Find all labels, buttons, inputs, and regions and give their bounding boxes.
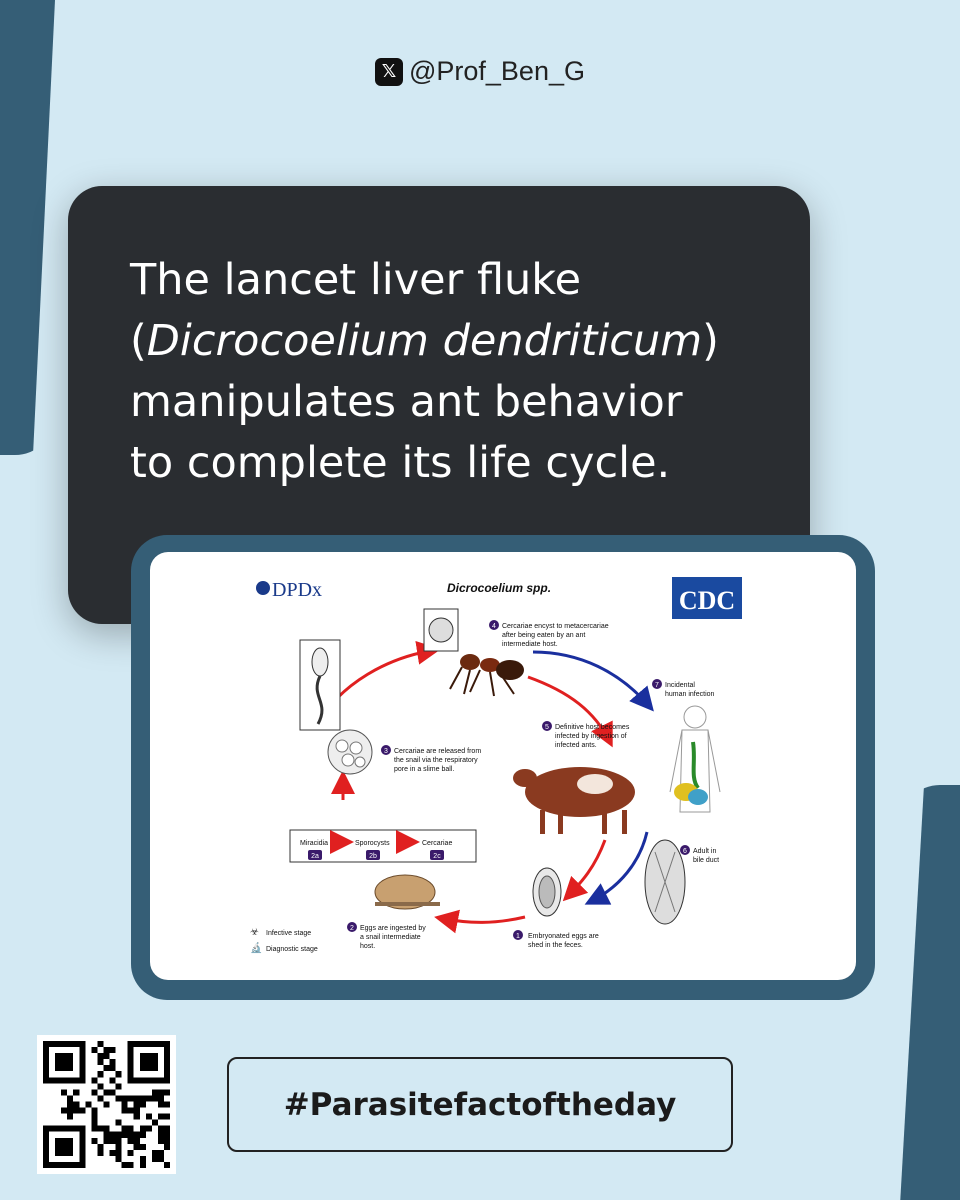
svg-text:7: 7: [655, 682, 659, 689]
egg-cyst-image: [423, 608, 459, 652]
right-decorative-shape: [900, 785, 960, 1200]
headline-line-1: The lancet liver fluke: [130, 255, 582, 305]
svg-text:pore in a slime ball.: pore in a slime ball.: [394, 766, 454, 773]
microscope-icon: 🔬: [250, 941, 262, 954]
step-5-label: 5 Definitive host becomes infected by in…: [542, 721, 630, 749]
cow-image: [513, 767, 635, 834]
svg-text:3: 3: [384, 748, 388, 755]
svg-text:Miracidia: Miracidia: [300, 840, 328, 847]
legend: ☣ Infective stage 🔬 Diagnostic stage: [250, 927, 318, 954]
snail-stage-box: Miracidia Sporocysts Cercariae 2a 2b 2c: [289, 829, 477, 863]
svg-text:2a: 2a: [311, 853, 319, 860]
svg-text:DPDx: DPDx: [272, 579, 322, 601]
svg-text:intermediate host.: intermediate host.: [502, 641, 558, 648]
svg-text:Sporocysts: Sporocysts: [355, 840, 390, 847]
svg-text:2c: 2c: [433, 853, 441, 860]
slime-ball-image: [327, 729, 373, 775]
svg-text:1: 1: [516, 933, 520, 940]
diagram-title: Dicrocoelium spp.: [447, 581, 551, 595]
human-image: [669, 705, 721, 813]
hashtag-text: #Parasitefactoftheday: [283, 1086, 677, 1123]
species-name: Dicrocoelium dendriticum: [146, 316, 703, 366]
svg-text:human infection: human infection: [665, 691, 715, 698]
headline: The lancet liver fluke (Dicrocoelium den…: [130, 250, 770, 494]
step-6-label: 6 Adult in bile duct: [680, 845, 719, 864]
svg-text:Embryonated eggs are: Embryonated eggs are: [528, 933, 599, 940]
svg-text:Cercariae: Cercariae: [422, 840, 452, 847]
egg-image: [532, 867, 562, 917]
svg-text:infected ants.: infected ants.: [555, 742, 597, 749]
headline-line-3: manipulates ant behavior: [130, 377, 683, 427]
svg-text:Definitive host becomes: Definitive host becomes: [555, 724, 630, 731]
handle-text: @Prof_Ben_G: [408, 56, 585, 86]
x-logo-icon: 𝕏: [374, 57, 403, 86]
svg-text:4: 4: [492, 623, 496, 630]
svg-text:after being eaten by an ant: after being eaten by an ant: [502, 632, 585, 639]
svg-text:CDC: CDC: [679, 586, 735, 615]
svg-text:host.: host.: [360, 943, 375, 950]
biohazard-icon: ☣: [250, 927, 259, 938]
svg-text:Cercariae are released from: Cercariae are released from: [394, 748, 481, 755]
svg-text:Adult in: Adult in: [693, 848, 716, 855]
arrow-6-to-1: [584, 831, 649, 905]
svg-text:Eggs are ingested by: Eggs are ingested by: [360, 925, 426, 932]
svg-text:Cercariae encyst to metacercar: Cercariae encyst to metacercariae: [502, 623, 609, 630]
adult-fluke-image: [644, 839, 686, 925]
svg-text:2: 2: [350, 925, 354, 932]
arrow-1-to-2: [434, 909, 526, 934]
svg-text:a snail intermediate: a snail intermediate: [360, 934, 421, 941]
svg-text:2b: 2b: [369, 853, 377, 860]
step-3-label: 3 Cercariae are released from the snail …: [381, 745, 481, 773]
headline-line-2: (Dicrocoelium dendriticum): [130, 316, 719, 366]
step-1-label: 1 Embryonated eggs are shed in the feces…: [513, 930, 599, 949]
svg-text:Diagnostic stage: Diagnostic stage: [266, 946, 318, 953]
snail-image: [374, 874, 440, 910]
svg-text:Incidental: Incidental: [665, 682, 695, 689]
cercaria-image: [299, 639, 341, 731]
svg-text:shed in the feces.: shed in the feces.: [528, 942, 583, 949]
step-2-label: 2 Eggs are ingested by a snail intermedi…: [347, 922, 426, 950]
svg-text:the snail via the respiratory: the snail via the respiratory: [394, 757, 478, 764]
step-4-label: 4 Cercariae encyst to metacercariae afte…: [489, 620, 609, 648]
arrow-4-to-7: [532, 650, 654, 712]
hashtag-box: #Parasitefactoftheday: [227, 1057, 733, 1152]
arrow-5-to-1: [562, 839, 607, 902]
headline-line-4: to complete its life cycle.: [130, 438, 671, 488]
qr-code[interactable]: [37, 1035, 176, 1174]
life-cycle-diagram: DPDx Dicrocoelium spp. CDC: [150, 552, 856, 980]
svg-text:5: 5: [545, 724, 549, 731]
diagram-frame: DPDx Dicrocoelium spp. CDC: [131, 535, 875, 1000]
cdc-logo: CDC: [672, 577, 742, 619]
svg-text:bile duct: bile duct: [693, 857, 719, 864]
svg-text:6: 6: [683, 848, 687, 855]
arrow-4-to-5: [527, 675, 613, 748]
svg-text:Infective stage: Infective stage: [266, 930, 311, 937]
step-7-label: 7 Incidental human infection: [652, 679, 715, 698]
ant-image: [449, 654, 524, 697]
dpdx-logo: DPDx: [256, 579, 322, 601]
svg-text:infected by ingestion of: infected by ingestion of: [555, 733, 627, 740]
social-handle: 𝕏 @Prof_Ben_G: [0, 56, 960, 87]
